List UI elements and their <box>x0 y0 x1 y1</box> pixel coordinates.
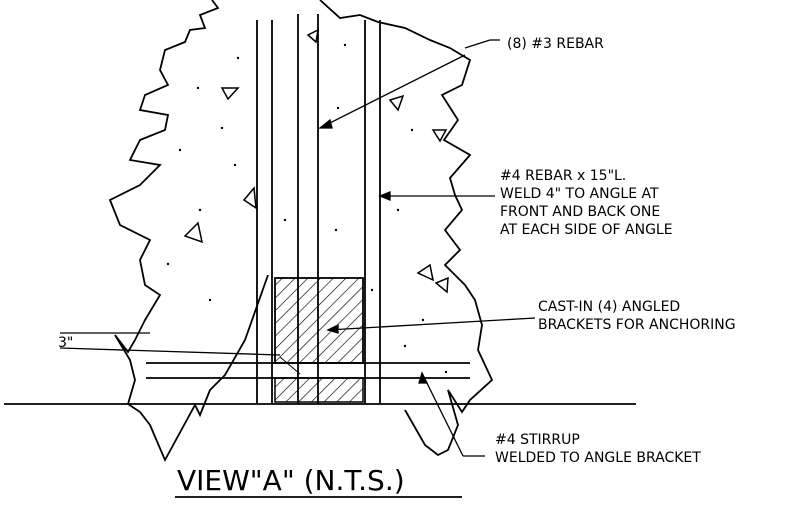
aggregate-dots <box>166 43 448 374</box>
drawing-title: VIEW"A" (N.T.S.) <box>177 464 405 497</box>
callout-brackets-line1: CAST-IN (4) ANGLED <box>538 299 680 315</box>
callout-rebar-main: (8) #3 REBAR <box>507 36 604 52</box>
concrete-outline <box>108 0 269 463</box>
callout-stirrup-line1: #4 STIRRUP <box>495 432 580 448</box>
callout-brackets-line2: BRACKETS FOR ANCHORING <box>538 317 736 333</box>
callout-rebar15-line1: #4 REBAR x 15"L. <box>500 168 626 184</box>
callout-rebar15-line3: FRONT AND BACK ONE <box>500 204 660 220</box>
angle-bracket-hatch-lower <box>274 377 364 403</box>
callout-stirrup-line2: WELDED TO ANGLE BRACKET <box>495 450 701 466</box>
leader-lines <box>318 39 536 457</box>
callout-rebar15-line2: WELD 4" TO ANGLE AT <box>500 186 659 202</box>
concrete-outline-right <box>319 0 494 457</box>
dimension-label: 3" <box>58 335 73 351</box>
aggregate-marks <box>183 28 449 294</box>
angle-bracket-hatch <box>274 277 364 364</box>
callout-rebar15-line4: AT EACH SIDE OF ANGLE <box>500 222 673 238</box>
